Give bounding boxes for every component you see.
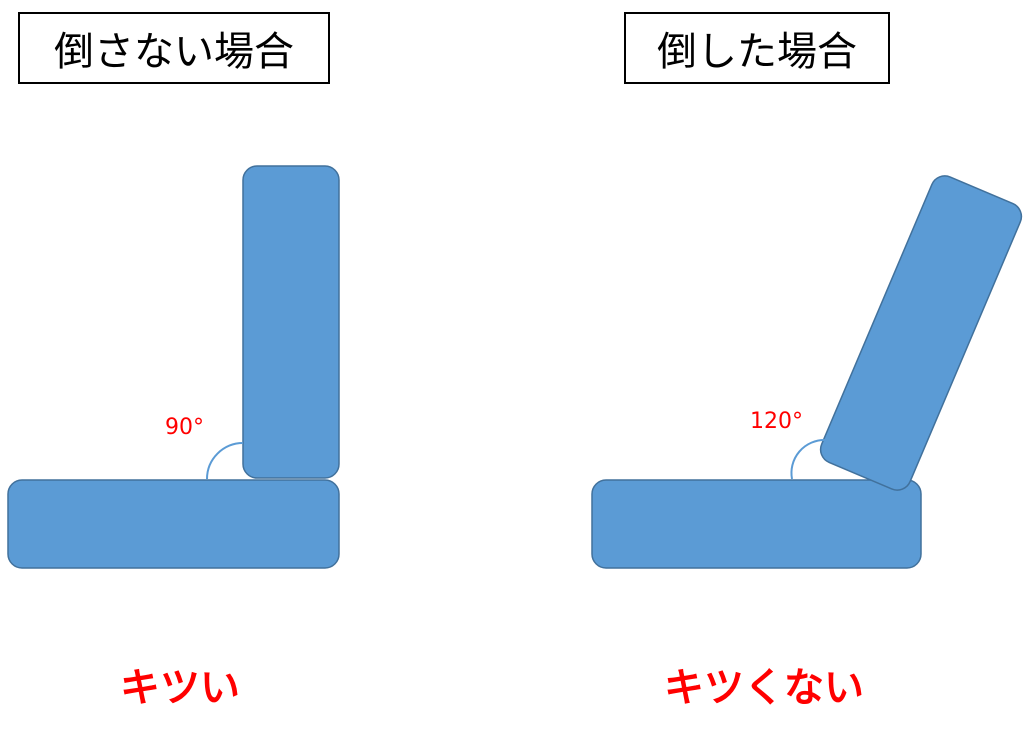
right-seat-block — [591, 479, 922, 569]
left-title-box: 倒さない場合 — [18, 12, 330, 84]
left-angle-label: 90° — [165, 415, 204, 440]
left-angle-arc — [206, 442, 244, 480]
right-backrest-block — [819, 175, 1023, 491]
right-caption: キツくない — [664, 665, 864, 711]
left-title-text: 倒さない場合 — [54, 29, 294, 75]
left-caption: キツい — [120, 665, 240, 711]
right-angle-label: 120° — [750, 409, 803, 434]
right-angle-arc — [790, 438, 826, 480]
right-title-box: 倒した場合 — [624, 12, 890, 84]
right-title-text: 倒した場合 — [657, 29, 857, 75]
left-seat-block — [7, 479, 340, 569]
left-backrest-block — [242, 165, 340, 479]
